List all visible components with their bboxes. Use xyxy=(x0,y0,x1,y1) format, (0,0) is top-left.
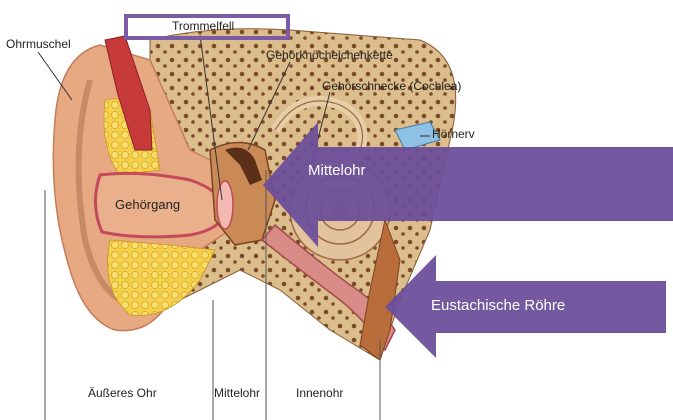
label-hoernerv: Hörnerv xyxy=(432,127,475,141)
label-gehoerknoechelchenkette: Gehörknöchelchenkette xyxy=(266,48,393,62)
section-aeusseres-ohr: Äußeres Ohr xyxy=(88,386,157,400)
section-mittelohr: Mittelohr xyxy=(214,386,260,400)
label-trommelfell: Trommelfell xyxy=(172,19,234,33)
eardrum xyxy=(217,181,233,229)
label-ohrmuschel: Ohrmuschel xyxy=(6,37,71,51)
arrow-mittelohr-label: Mittelohr xyxy=(308,162,366,179)
label-gehoergang: Gehörgang xyxy=(115,197,180,212)
section-innenohr: Innenohr xyxy=(296,386,343,400)
arrow-eustachische-label: Eustachische Röhre xyxy=(431,297,565,314)
fat-tissue-lower xyxy=(108,240,216,316)
label-gehoerschnecke: Gehörschnecke (Cochlea) xyxy=(322,79,461,93)
